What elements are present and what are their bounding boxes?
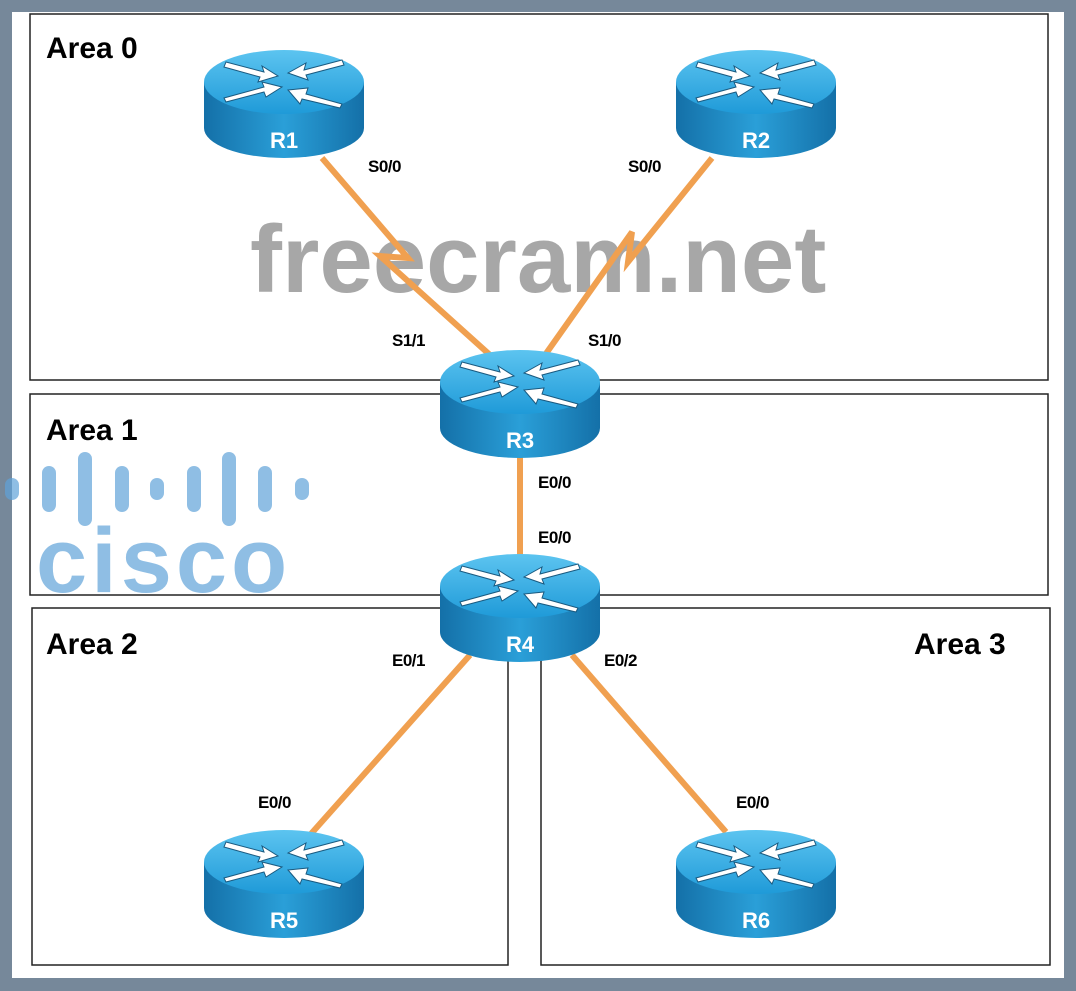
router-r6[interactable]: R6: [675, 829, 837, 939]
r5-interface-e0-0: E0/0: [258, 793, 291, 812]
area-2: Area 2: [31, 607, 509, 966]
area-1-label: Area 1: [46, 414, 138, 447]
r4-interface-e0-0: E0/0: [538, 528, 571, 547]
area-0-label: Area 0: [46, 32, 138, 65]
r6-interface-e0-0: E0/0: [736, 793, 769, 812]
link-r1-r3-serial: [319, 156, 493, 358]
r3-interface-s1-1: S1/1: [392, 331, 425, 350]
router-r4[interactable]: R4: [439, 553, 601, 663]
router-r2[interactable]: R2: [675, 49, 837, 159]
area-3-label: Area 3: [914, 628, 1006, 661]
router-r5[interactable]: R5: [203, 829, 365, 939]
router-r6-label: R6: [742, 908, 770, 933]
router-r4-label: R4: [506, 632, 535, 657]
link-r4-r5-ethernet: [307, 653, 473, 837]
r1-interface-s0-0: S0/0: [368, 157, 401, 176]
area-2-label: Area 2: [46, 628, 138, 661]
r4-interface-e0-1: E0/1: [392, 651, 425, 670]
router-r3-label: R3: [506, 428, 534, 453]
router-r1-label: R1: [270, 128, 298, 153]
area-0: Area 0: [29, 13, 1049, 381]
diagram-canvas: [12, 12, 1064, 978]
freecram-watermark: freecram.net: [250, 206, 826, 313]
r2-interface-s0-0: S0/0: [628, 157, 661, 176]
link-r4-r6-ethernet: [569, 653, 729, 834]
router-r3[interactable]: R3: [439, 349, 601, 459]
link-r2-r3-serial: [542, 156, 715, 357]
router-r2-label: R2: [742, 128, 770, 153]
r3-interface-s1-0: S1/0: [588, 331, 621, 350]
router-r1[interactable]: R1: [203, 49, 365, 159]
area-3: Area 3: [540, 607, 1051, 966]
router-r5-label: R5: [270, 908, 298, 933]
r4-interface-e0-2: E0/2: [604, 651, 637, 670]
r3-interface-e0-0: E0/0: [538, 473, 571, 492]
cisco-logo-text: cisco: [36, 510, 291, 612]
